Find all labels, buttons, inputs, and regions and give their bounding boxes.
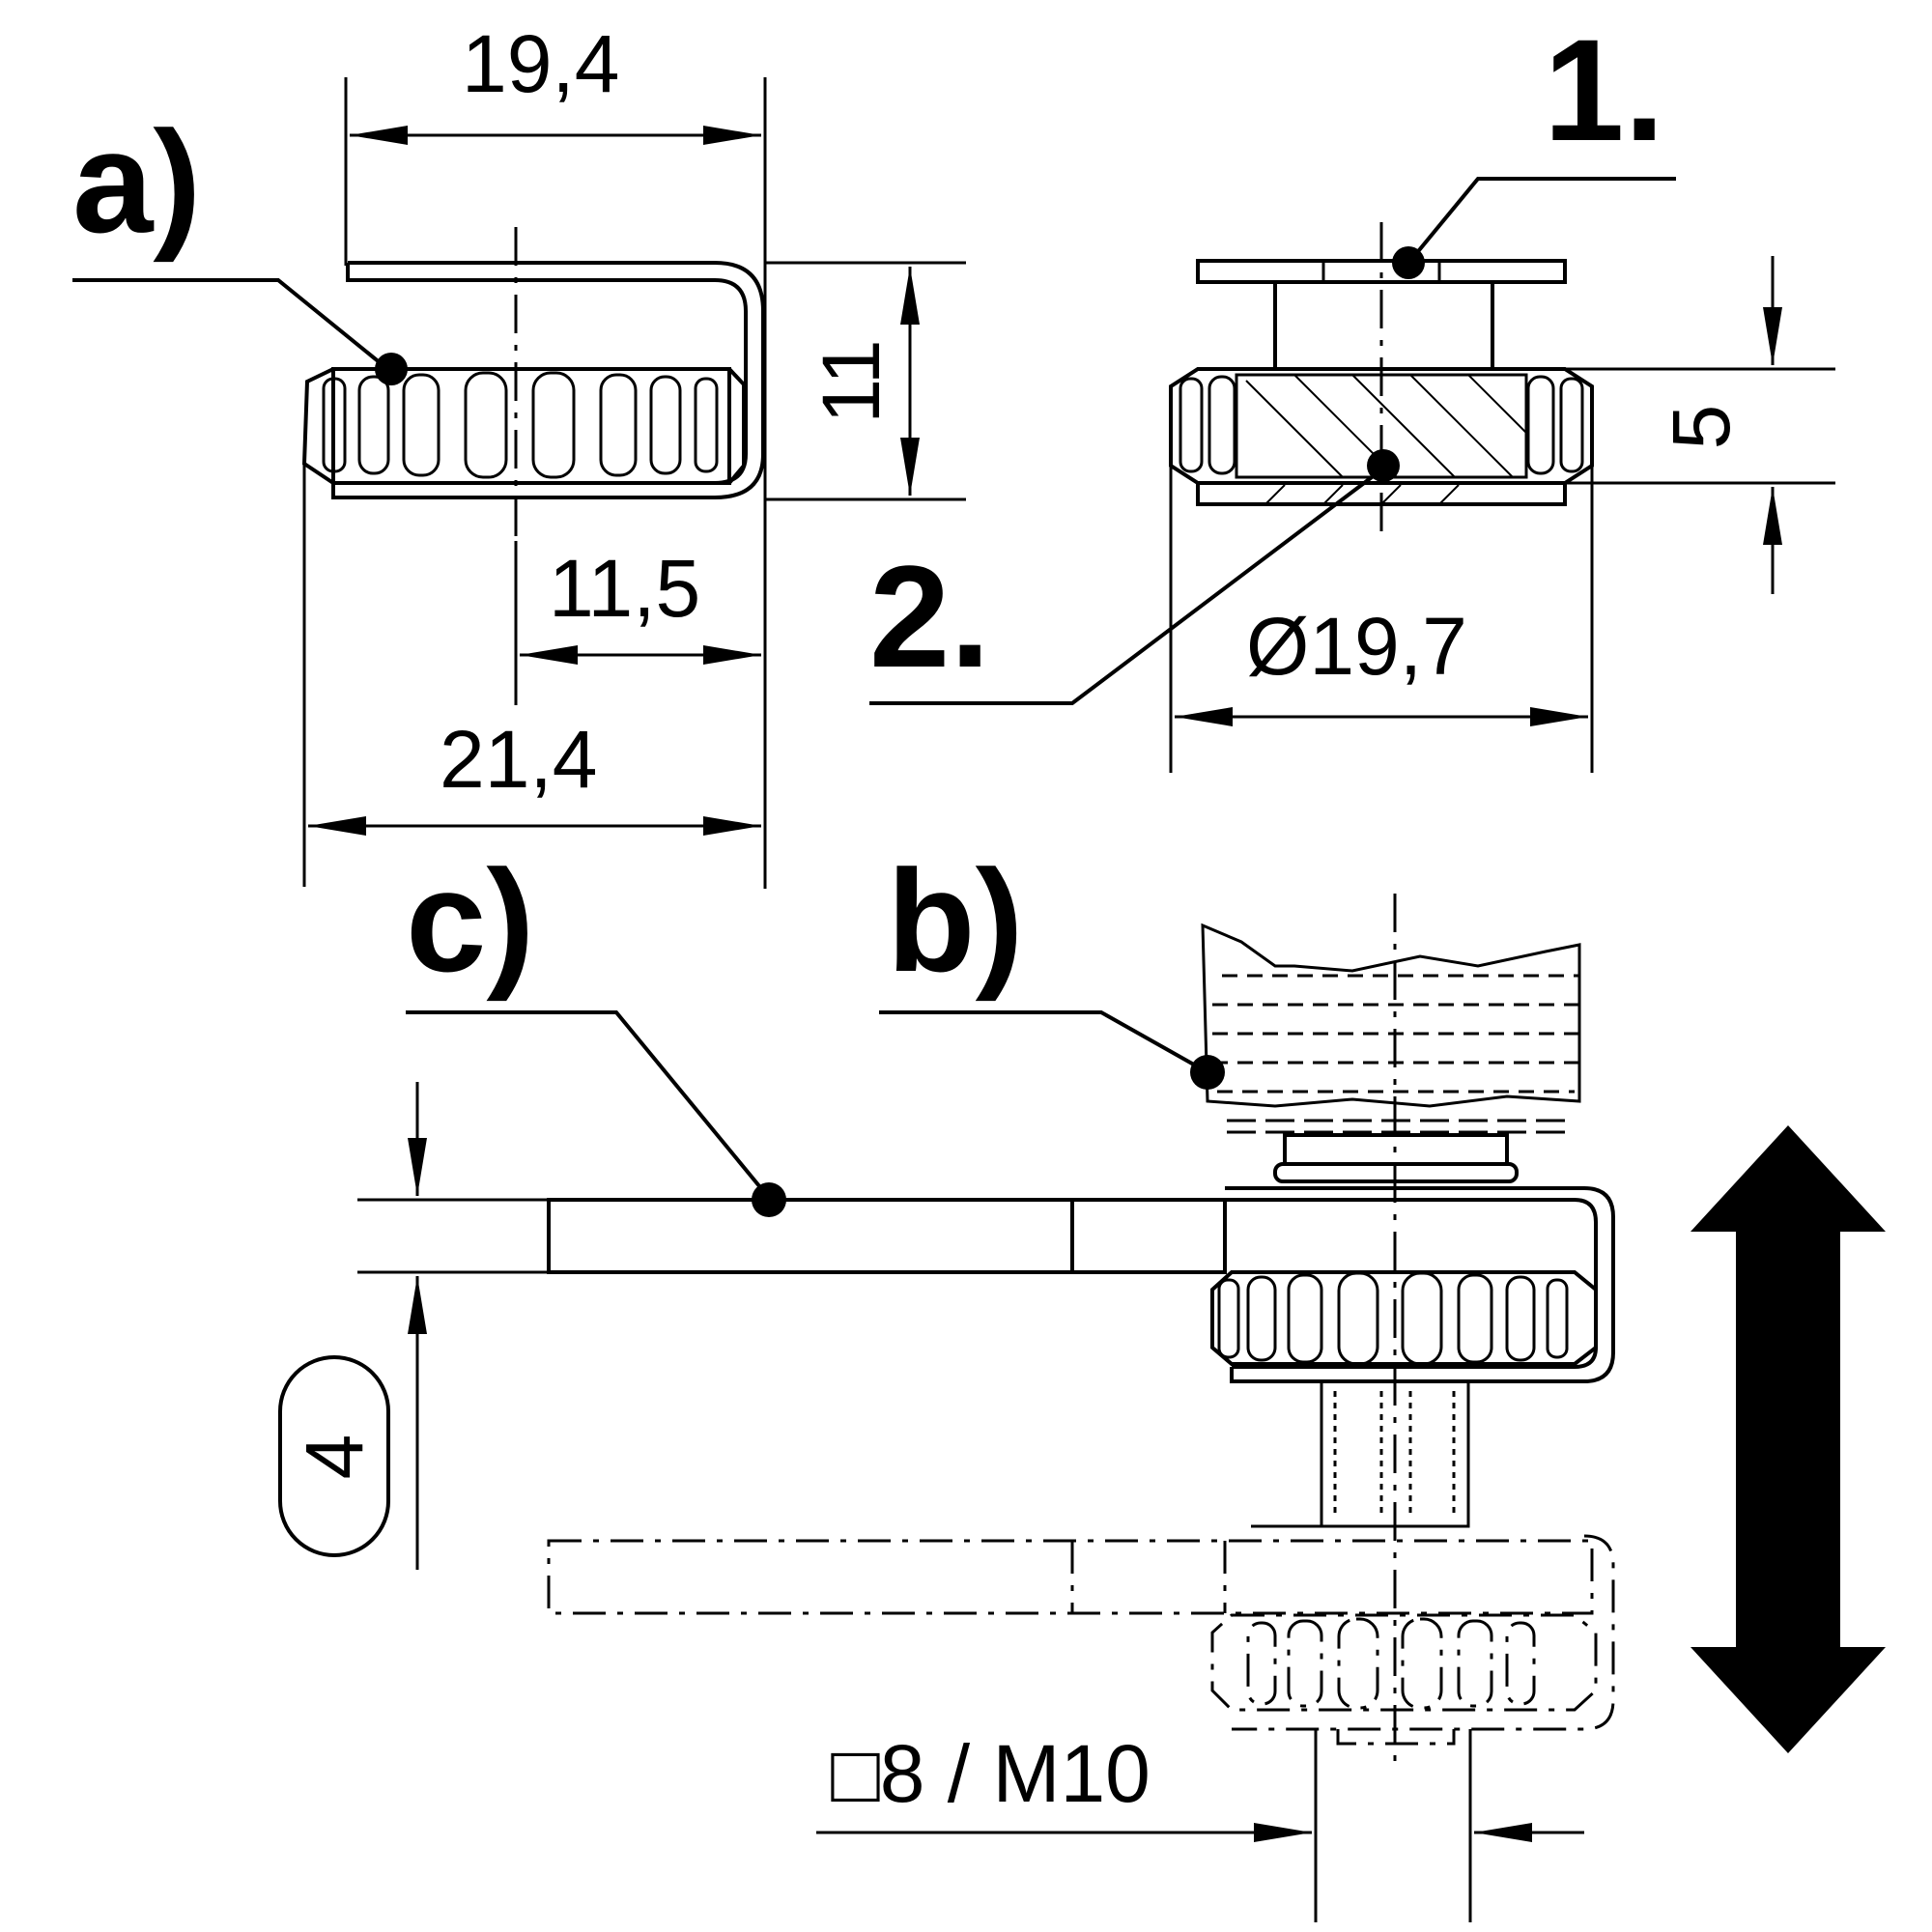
phantom-clip-bar [547, 1539, 1594, 1615]
label-b: b) [887, 839, 1024, 1002]
leader-dot-2 [1367, 449, 1400, 482]
knurled-nut-a [301, 367, 746, 485]
hatching [1245, 374, 1527, 478]
leader-dot-c [752, 1182, 786, 1217]
label-a: a) [72, 100, 201, 263]
leader-dot-a [375, 353, 408, 385]
dim-overall-width: 21,4 [440, 714, 598, 805]
dim-top-width: 19,4 [462, 18, 620, 109]
dim-height: 11 [806, 339, 896, 423]
dim-diameter: Ø19,7 [1246, 601, 1467, 692]
dim-nut-height: 5 [1656, 405, 1747, 450]
dim-adjust-range: 4 [289, 1435, 380, 1480]
dim-thread: □8 / M10 [831, 1728, 1151, 1819]
wood-panel [1201, 923, 1581, 1108]
adjust-range-box [278, 1355, 390, 1557]
view-assembly [278, 894, 1886, 1922]
leader-dot-b [1190, 1055, 1225, 1090]
view-section [869, 177, 1835, 773]
adjustment-double-arrow [1690, 1125, 1886, 1753]
label-2: 2. [869, 535, 990, 697]
dim-offset: 11,5 [549, 543, 700, 634]
label-1: 1. [1544, 9, 1664, 171]
label-c: c) [406, 839, 534, 1002]
view-a [72, 77, 966, 889]
leader-dot-1 [1392, 246, 1425, 279]
clip-body [331, 261, 765, 499]
clip-bar [547, 1198, 1227, 1274]
